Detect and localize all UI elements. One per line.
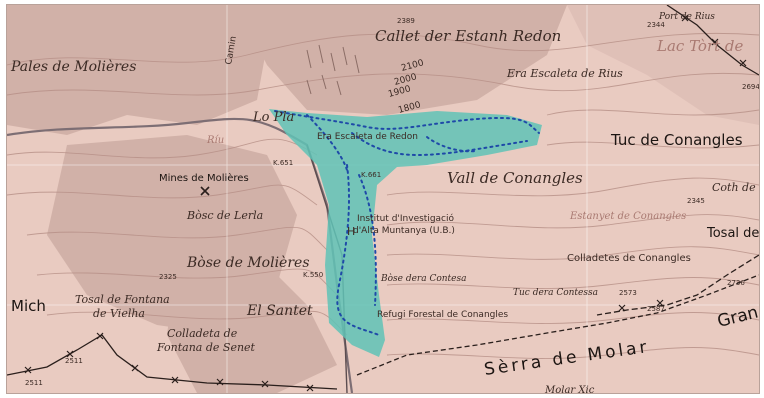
spot-height-2511b: 2511 (25, 379, 43, 387)
spot-height-k651: K.651 (273, 159, 293, 167)
spot-heights: 2389 2344 2694 2345 2325 2573 2587 2736 … (25, 17, 759, 387)
label-lo-pla: Lo Pla (252, 110, 294, 125)
boundary-crosses (24, 14, 747, 392)
label-callet: Callet der Estanh Redon (375, 27, 561, 45)
spot-height-k661: K.661 (361, 171, 381, 179)
spot-height-2573: 2573 (619, 289, 637, 297)
label-el-santet: El Santet (246, 303, 313, 319)
spot-height-2325: 2325 (159, 273, 177, 281)
label-mines: Mines de Molières (159, 172, 249, 184)
label-colladetes: Colladetes de Conangles (567, 253, 691, 264)
spot-height-2344: 2344 (647, 21, 665, 29)
spot-height-2736: 2736 (727, 279, 745, 287)
spot-height-2587: 2587 (647, 305, 665, 313)
label-mich: Mich (11, 297, 46, 315)
boundary-line (7, 5, 759, 390)
label-estanyet: Estanyet de Conangles (569, 211, 686, 222)
label-port-rius: Port de Rius (658, 12, 715, 22)
label-de-vielha: de Vielha (93, 307, 145, 320)
label-institut: Institut d'Investigació (357, 213, 455, 224)
spot-height-2511: 2511 (65, 357, 83, 365)
contour-lines (7, 32, 759, 359)
cliff-hatching (306, 44, 360, 96)
label-rio: Ríu (206, 135, 224, 146)
label-bose-contesa: Bòse dera Contesa (380, 273, 466, 284)
trails (274, 110, 540, 336)
label-camin: Camin (224, 35, 239, 65)
label-tosal-dels: Tosal dels (706, 226, 759, 241)
label-era-escaleta: Era Escaleta de Rius (506, 67, 623, 80)
label-bosc-lerla: Bòsc de Lerla (186, 209, 263, 222)
spot-height-2389: 2389 (397, 17, 415, 25)
label-tuc-conangles: Tuc de Conangles (610, 131, 743, 149)
label-tosal-fontana: Tosal de Fontana (75, 293, 170, 306)
label-pales: Pales de Molières (10, 59, 136, 75)
label-refugi: Refugi Forestal de Conangles (377, 310, 508, 320)
map-canvas: Callet der Estanh Redon Pales de Molière… (7, 5, 759, 393)
spot-height-2345: 2345 (687, 197, 705, 205)
spot-height-k550: K.550 (303, 271, 323, 279)
label-molar-xic: Molar Xic (544, 385, 595, 393)
label-fontana-senet: Fontana de Senet (156, 341, 256, 354)
hillshade (7, 5, 759, 393)
mine-symbol (200, 186, 210, 196)
label-vall-conangles: Vall de Conangles (447, 169, 583, 187)
label-coth-de: Coth de (712, 181, 756, 194)
spot-height-2694: 2694 (742, 83, 759, 91)
label-tuc-contessa: Tuc dera Contessa (513, 288, 598, 298)
topographic-map[interactable]: Callet der Estanh Redon Pales de Molière… (6, 4, 760, 394)
study-area-highlight (269, 109, 542, 357)
label-lac-tort: Lac Tòrt de (656, 37, 744, 55)
label-bose-molieres: Bòse de Molières (186, 255, 310, 271)
label-escaleta-redon: Era Escaleta de Redon (317, 132, 418, 142)
label-h-marker: H (347, 225, 355, 238)
label-colladeta: Colladeta de (167, 327, 238, 340)
label-alta-muntanya: d'Alta Muntanya (U.B.) (353, 226, 455, 236)
